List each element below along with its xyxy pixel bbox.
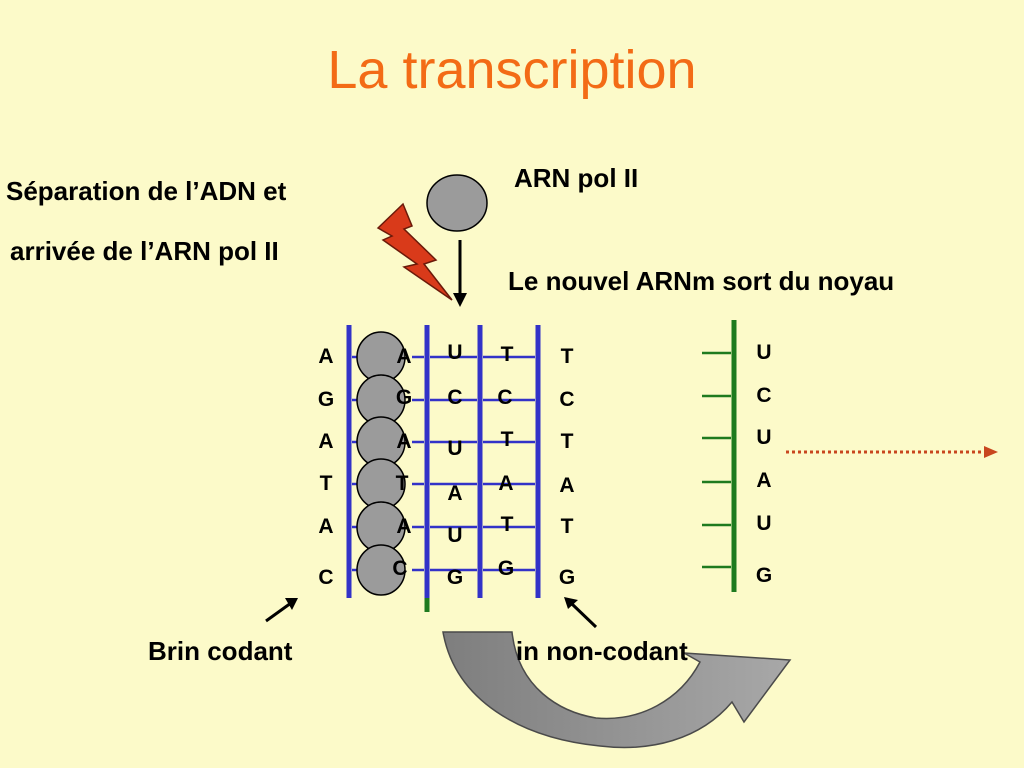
coding-base: A [318,430,334,453]
coding-base: G [317,388,335,411]
mrna-base: G [755,564,773,587]
copy-base: T [395,472,409,495]
mrna-base: U [756,426,772,449]
template-inner-base: T [500,343,514,366]
coding-base: A [318,345,334,368]
arn-pol-ii-circle [426,174,488,232]
coding-base: T [319,472,333,495]
brin-non-codant-label: Brin non-codant [516,636,688,666]
template-outer-base: G [558,566,576,589]
copy-base: A [396,430,412,453]
rna-base: G [446,566,464,589]
mrna-base: A [756,469,772,492]
brin-non-codant-clip: Brin non-codant [516,636,694,670]
template-inner-base: T [500,428,514,451]
template-inner-base: A [498,472,514,495]
page-title: La transcription [327,40,697,100]
polymerase-stack [356,331,406,596]
mrna-base: U [756,341,772,364]
rna-base: A [447,482,463,505]
lightning-icon [376,202,453,301]
coding-base: A [318,515,334,538]
template-outer-base: T [560,345,574,368]
copy-base: A [396,515,412,538]
template-inner-base: T [500,513,514,536]
template-outer-base: T [560,430,574,453]
template-inner-base: G [497,557,515,580]
template-outer-base: A [559,474,575,497]
template-outer-base: C [559,388,575,411]
rna-base: U [447,524,463,547]
pointer-arrow-noncodant-icon [564,597,598,629]
template-outer-base: T [560,515,574,538]
coding-base: C [318,566,334,589]
template-inner-base: C [497,386,513,409]
copy-base: C [392,557,408,580]
brin-codant-label: Brin codant [148,636,293,666]
mrna-base: C [756,384,772,407]
arn-pol-label: ARN pol II [514,163,639,193]
rna-base: U [447,437,463,460]
mrna-ticks [702,351,731,569]
separation-label-line2: arrivée de l’ARN pol II [10,236,279,266]
curved-arrow-icon [442,631,792,749]
mrna-exit-label: Le nouvel ARNm sort du noyau [508,266,895,296]
separation-label-line1: Séparation de l’ADN et [6,176,287,206]
copy-base: A [396,345,412,368]
mrna-base: U [756,512,772,535]
copy-base: G [395,386,413,409]
rna-base: C [447,386,463,409]
pointer-arrow-codant-icon [265,598,298,623]
down-arrow-icon [453,240,467,307]
dotted-arrow-icon [786,446,998,458]
rna-base: U [447,341,463,364]
